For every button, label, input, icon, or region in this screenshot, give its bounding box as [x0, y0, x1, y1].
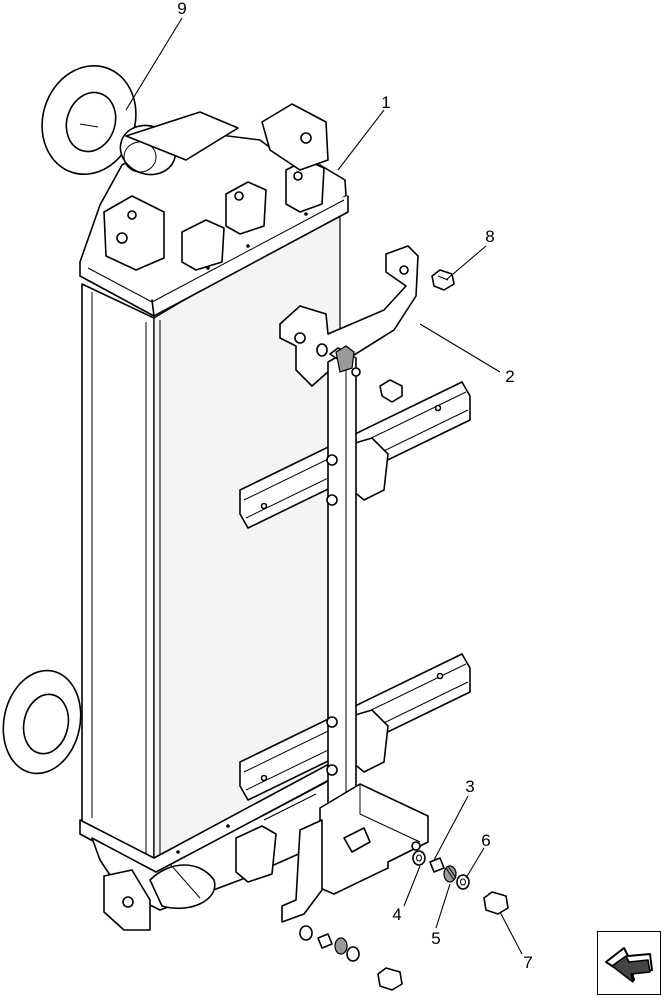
- callout-8: 8: [485, 227, 494, 246]
- lower-hardware-set: [299, 925, 403, 991]
- callout-5: 5: [431, 929, 440, 948]
- seal-ring-upper: [41, 64, 137, 176]
- spring-part-5: [443, 865, 457, 883]
- washer-part-6: [456, 874, 470, 890]
- previous-page-arrow-icon: [605, 947, 653, 983]
- washer-bracket: [316, 343, 328, 357]
- charge-air-cooler: [79, 103, 349, 931]
- callout-4: 4: [392, 905, 401, 924]
- callout-7: 7: [523, 953, 532, 972]
- callout-2: 2: [505, 367, 514, 386]
- bolt-part-7: [483, 891, 509, 915]
- leader-lines: [125, 17, 523, 955]
- bolt-part-8: [431, 269, 455, 291]
- washer-part-4: [412, 850, 426, 866]
- seal-ring-lower: [2, 669, 82, 775]
- callout-9: 9: [177, 0, 186, 18]
- upper-mounting-bracket: [279, 245, 419, 387]
- callout-1: 1: [381, 93, 390, 112]
- lower-mounting-bracket: [281, 783, 429, 923]
- callout-3: 3: [465, 777, 474, 796]
- callout-6: 6: [481, 831, 490, 850]
- spacer-part-3: [429, 857, 445, 873]
- vertical-support-channel: [326, 345, 361, 857]
- callout-labels: 9 1 8 2 3 6 4 5 7: [177, 0, 532, 972]
- bolt-bracket: [379, 379, 403, 403]
- previous-page-button[interactable]: [597, 931, 661, 995]
